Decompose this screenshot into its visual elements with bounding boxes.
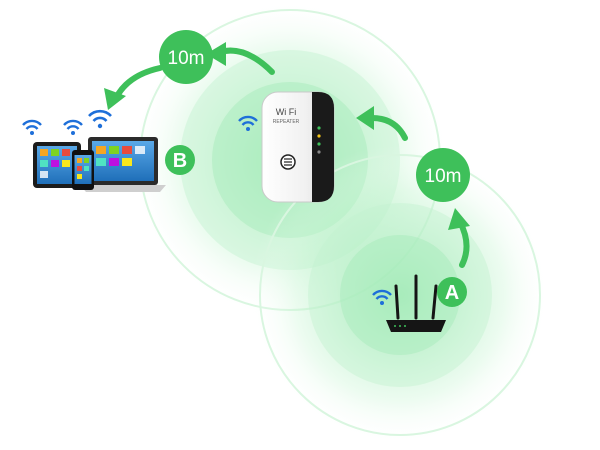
arrow-icon xyxy=(448,208,470,268)
repeater-label-line2: REPEATER xyxy=(273,119,300,125)
arrow-icon xyxy=(356,106,408,141)
wifi-repeater: Wi Fi REPEATER xyxy=(261,91,335,203)
wifi-icon xyxy=(22,119,42,135)
arrow-icon xyxy=(206,42,275,75)
wifi-icon xyxy=(63,119,83,135)
client-devices xyxy=(33,137,166,192)
phone xyxy=(72,150,94,190)
point-a-badge: A xyxy=(437,277,467,307)
distance-badge-top: 10m xyxy=(159,30,213,84)
distance-badge-right: 10m xyxy=(416,148,470,202)
power-icon xyxy=(280,154,296,170)
point-b-label: B xyxy=(173,150,187,172)
repeater-label-line1: Wi Fi xyxy=(276,107,297,117)
distance-label-top: 10m xyxy=(168,48,205,69)
router xyxy=(386,274,446,332)
wifi-icon xyxy=(238,115,258,131)
tablet xyxy=(33,142,81,188)
point-a-label: A xyxy=(445,282,459,304)
wifi-icon xyxy=(372,289,392,305)
wifi-icon xyxy=(88,109,112,129)
distance-label-right: 10m xyxy=(425,166,462,187)
arrow-icon xyxy=(104,65,163,110)
point-b-badge: B xyxy=(165,145,195,175)
laptop xyxy=(80,137,166,192)
